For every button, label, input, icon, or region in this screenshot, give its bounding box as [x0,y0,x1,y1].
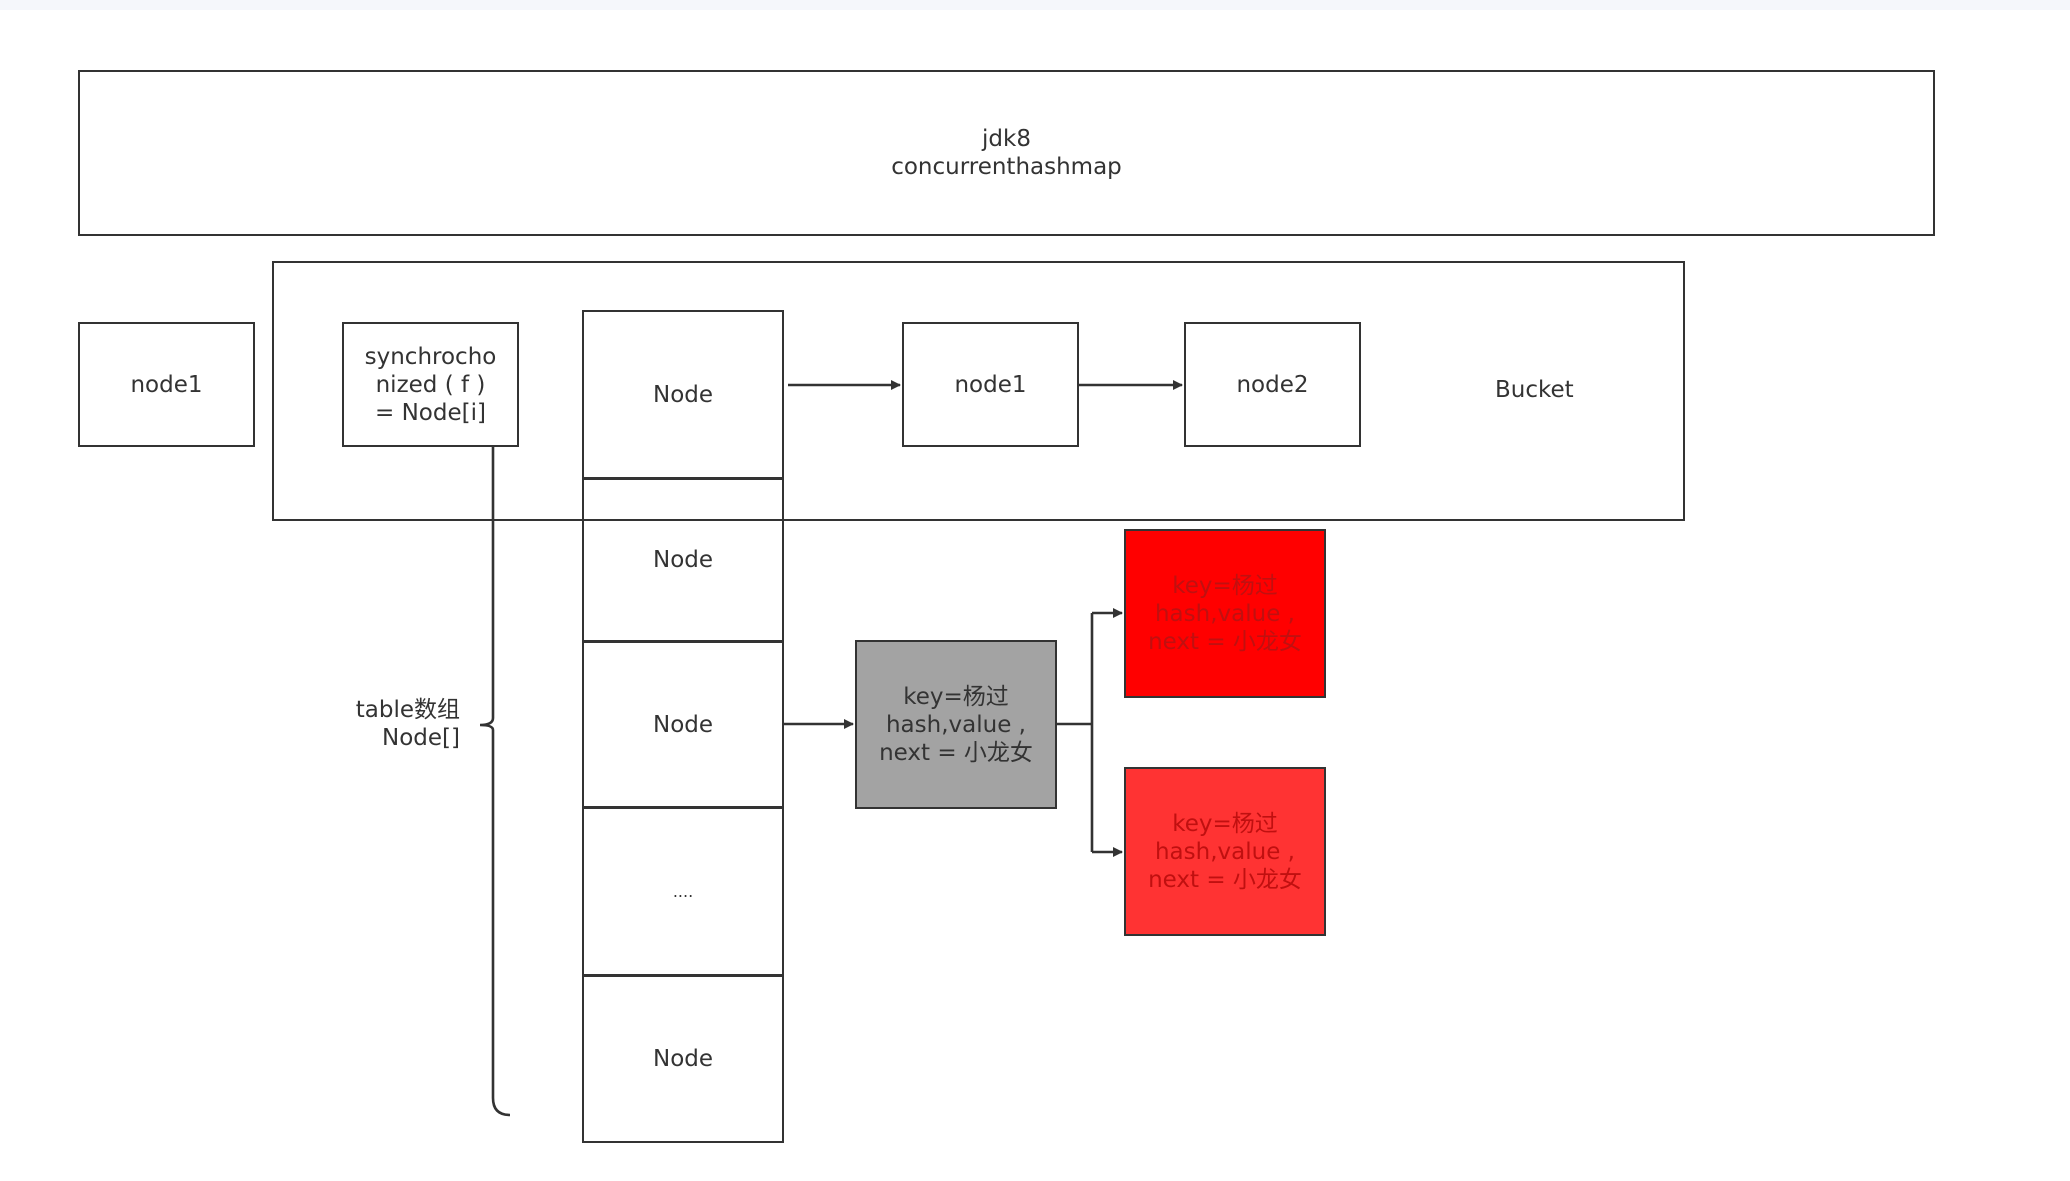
table-brace-label: table数组 Node[] [355,697,460,751]
chain-node-2: node2 [1184,322,1361,447]
table-cell-2: Node [582,477,784,643]
outside-node: node1 [78,322,255,447]
header-title: jdk8 [982,126,1031,152]
chain-node-1: node1 [902,322,1079,447]
entry-gray: key=杨过 hash,value , next = 小龙女 [855,640,1057,809]
entry-red-bottom: key=杨过 hash,value , next = 小龙女 [1124,767,1326,936]
entry-red-top: key=杨过 hash,value , next = 小龙女 [1124,529,1326,698]
table-cell-ellipsis: .... [582,806,784,977]
table-brace [479,447,511,1117]
synchronized-box: synchrocho nized ( f ) = Node[i] [342,322,519,447]
table-cell-3: Node [582,640,784,809]
top-strip [0,0,2070,10]
table-cell-5: Node [582,974,784,1143]
bucket-container [272,261,1685,521]
table-cell-1: Node [582,310,784,480]
header-box: jdk8 concurrenthashmap [78,70,1935,236]
bucket-label: Bucket [1495,377,1574,403]
header-subtitle: concurrenthashmap [891,154,1122,180]
fork-line [1057,613,1094,852]
